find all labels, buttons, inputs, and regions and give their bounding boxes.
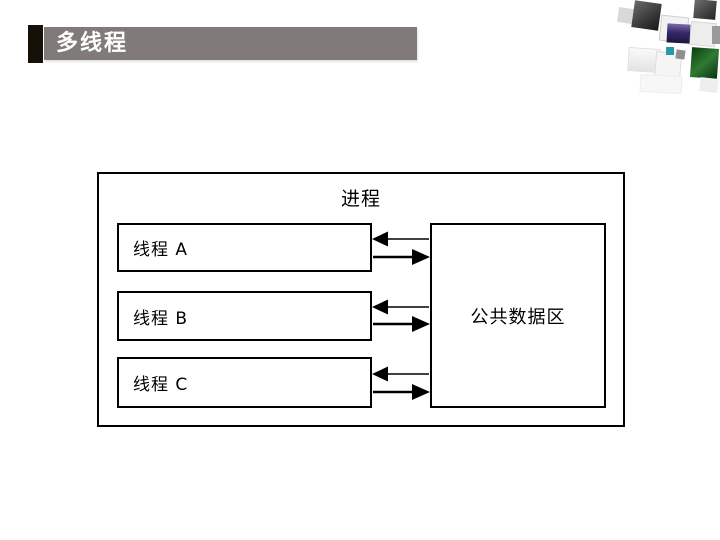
deco-square-gray [675, 49, 686, 60]
page-title: 多线程 [56, 31, 129, 56]
deco-square-purple [666, 23, 691, 44]
thread-b-label: 线程 B [133, 308, 189, 329]
thread-c-label: 线程 C [133, 375, 189, 395]
thread-a-label: 线程 A [133, 240, 189, 260]
title-bar: 多线程 [44, 27, 417, 60]
process-label: 进程 [340, 188, 381, 210]
thread-a-box: 线程 A [117, 223, 372, 272]
thread-c-box: 线程 C [117, 357, 372, 408]
deco-square-gray [712, 26, 720, 44]
deco-square-dark [693, 0, 717, 20]
deco-square-teal [666, 47, 674, 55]
deco-square-green [689, 47, 720, 79]
title-accent-block [28, 25, 43, 63]
shared-data-label: 公共数据区 [470, 306, 566, 328]
shared-data-box: 公共数据区 [430, 223, 606, 408]
deco-square-light [699, 77, 719, 93]
thread-b-box: 线程 B [117, 291, 372, 341]
deco-square-light [639, 73, 683, 95]
deco-square-dark [631, 0, 662, 31]
corner-squares-decoration [610, 0, 720, 100]
